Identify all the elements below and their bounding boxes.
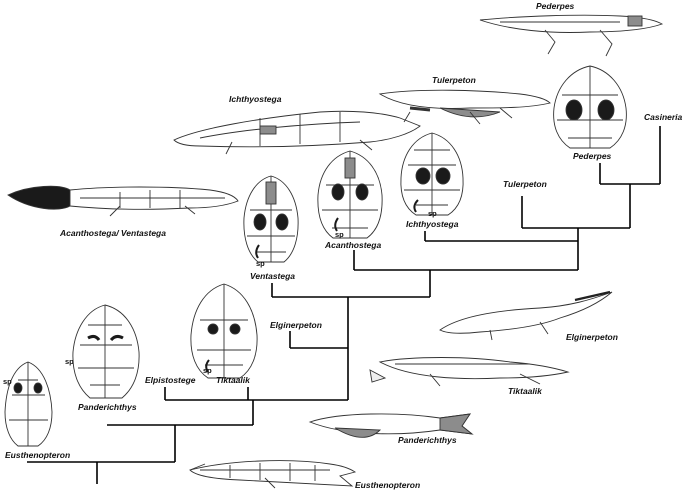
body-acanthostega: [7, 185, 239, 217]
body-pederpes: [479, 14, 664, 57]
label-acanthostega-skull: Acanthostega: [325, 240, 382, 250]
label-elpistostege: Elpistostege: [145, 375, 196, 385]
sp-label-panderichthys: sp: [65, 357, 74, 366]
label-elginerpeton-body: Elginerpeton: [566, 332, 618, 342]
label-casineria: Casineria: [644, 112, 683, 122]
label-eusthenopteron-body: Eusthenopteron: [355, 480, 421, 490]
body-ichthyostega: [173, 110, 421, 155]
label-ichthyostega-body: Ichthyostega: [229, 94, 282, 104]
label-ventastega-skull: Ventastega: [250, 271, 296, 281]
skull-pederpes: [553, 65, 627, 149]
label-panderichthys-skull: Panderichthys: [78, 402, 137, 412]
label-elginerpeton-tree: Elginerpeton: [270, 320, 322, 330]
label-panderichthys-body: Panderichthys: [398, 435, 457, 445]
body-elginerpeton: [439, 290, 613, 341]
sp-label-ichthyostega: sp: [428, 209, 437, 218]
cladogram-tree: [27, 126, 661, 484]
sp-label-acanthostega: sp: [335, 230, 344, 239]
body-tulerpeton: [378, 89, 551, 125]
label-tiktaalik-skull: Tiktaalik: [216, 375, 250, 385]
body-panderichthys: [308, 413, 474, 438]
skull-ventastega: [243, 175, 299, 263]
tree-node-7-stem: [577, 228, 579, 241]
label-eusthenopteron-skull: Eusthenopteron: [5, 450, 71, 460]
body-eusthenopteron: [189, 460, 357, 489]
label-pederpes-skull: Pederpes: [573, 151, 612, 161]
body-tiktaalik: [369, 357, 570, 387]
skull-acanthostega: [317, 150, 383, 239]
skull-eusthenopteron: [4, 361, 53, 447]
skull-ichthyostega: [400, 132, 464, 216]
label-acanthostega-ventastega: Acanthostega/ Ventastega: [60, 228, 166, 238]
tree-leaf-elpistostege-tiktaalik: [164, 387, 249, 400]
sp-label-tiktaalik: sp: [203, 366, 212, 375]
label-pederpes-body: Pederpes: [536, 1, 575, 11]
sp-label-eusthenopteron: sp: [3, 377, 12, 386]
label-tiktaalik-body: Tiktaalik: [508, 386, 542, 396]
sp-label-ventastega: sp: [256, 259, 265, 268]
skull-tiktaalik: [190, 283, 258, 379]
label-tulerpeton-body: Tulerpeton: [432, 75, 476, 85]
label-tulerpeton-tree: Tulerpeton: [503, 179, 547, 189]
label-ichthyostega-skull: Ichthyostega: [406, 219, 459, 229]
skull-panderichthys: [72, 304, 140, 399]
